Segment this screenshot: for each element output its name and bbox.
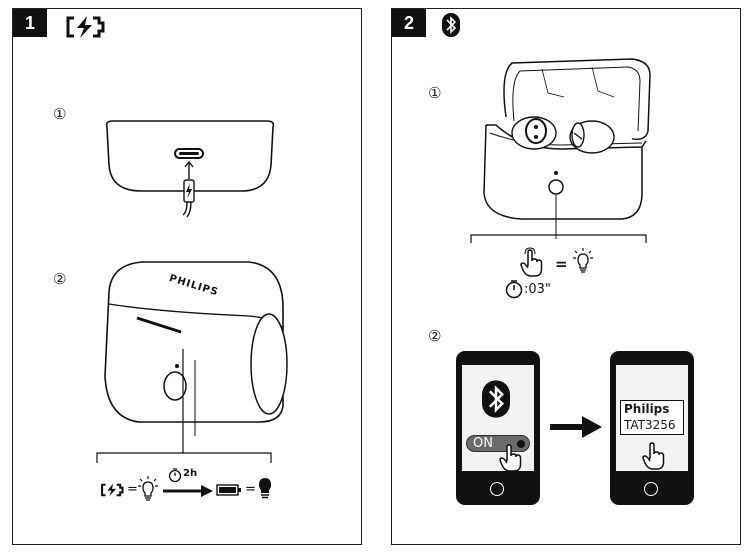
step-number-2: 2 <box>392 9 426 37</box>
device-name-item[interactable]: Philips TAT3256 <box>620 400 684 435</box>
arrow-right-icon <box>163 485 213 497</box>
led-light-off-icon <box>259 478 271 499</box>
equals-sign: = <box>127 482 138 497</box>
case-usb-port-illustration <box>105 120 275 218</box>
tap-hand-icon <box>642 442 665 470</box>
open-case-illustration <box>483 58 651 239</box>
tap-hand-icon <box>499 444 522 472</box>
arrow-right-icon <box>550 416 602 438</box>
device-name-brand: Philips <box>624 402 670 416</box>
toggle-knob <box>517 439 525 448</box>
pairing-panel: 2 ① = :03" ② <box>391 8 741 545</box>
equals-sign: = <box>555 255 568 273</box>
led-light-on-icon <box>138 476 158 501</box>
hold-duration-label: :03" <box>524 282 551 297</box>
bluetooth-icon <box>442 13 460 37</box>
stopwatch-icon <box>505 280 523 299</box>
substep-marker-1: ① <box>428 84 442 102</box>
substep-marker-2: ② <box>53 270 67 288</box>
device-name-model: TAT3256 <box>624 418 676 432</box>
smartphone-bluetooth-settings: ON <box>456 351 540 505</box>
charging-panel: 1 ① ② PHILIPS = <box>12 8 362 545</box>
substep-marker-2: ② <box>428 327 442 345</box>
toggle-on-label: ON <box>473 436 493 451</box>
bracket-line <box>96 349 272 463</box>
bracket-line <box>470 234 647 243</box>
step-number-1: 1 <box>13 9 47 37</box>
battery-full-icon <box>216 484 241 496</box>
charging-icon <box>66 16 105 38</box>
smartphone-device-list: Philips TAT3256 <box>610 351 694 505</box>
home-button <box>644 482 658 496</box>
charging-icon <box>101 483 124 497</box>
equals-sign: = <box>245 482 256 497</box>
stopwatch-icon <box>168 468 182 483</box>
led-light-blink-icon <box>573 248 593 273</box>
bluetooth-icon <box>482 380 510 418</box>
tap-hand-icon <box>520 247 543 277</box>
substep-marker-1: ① <box>53 105 67 123</box>
closed-case-illustration <box>104 261 288 436</box>
home-button <box>490 482 504 496</box>
bluetooth-toggle[interactable]: ON <box>466 435 530 452</box>
charge-time-label: 2h <box>183 468 198 479</box>
